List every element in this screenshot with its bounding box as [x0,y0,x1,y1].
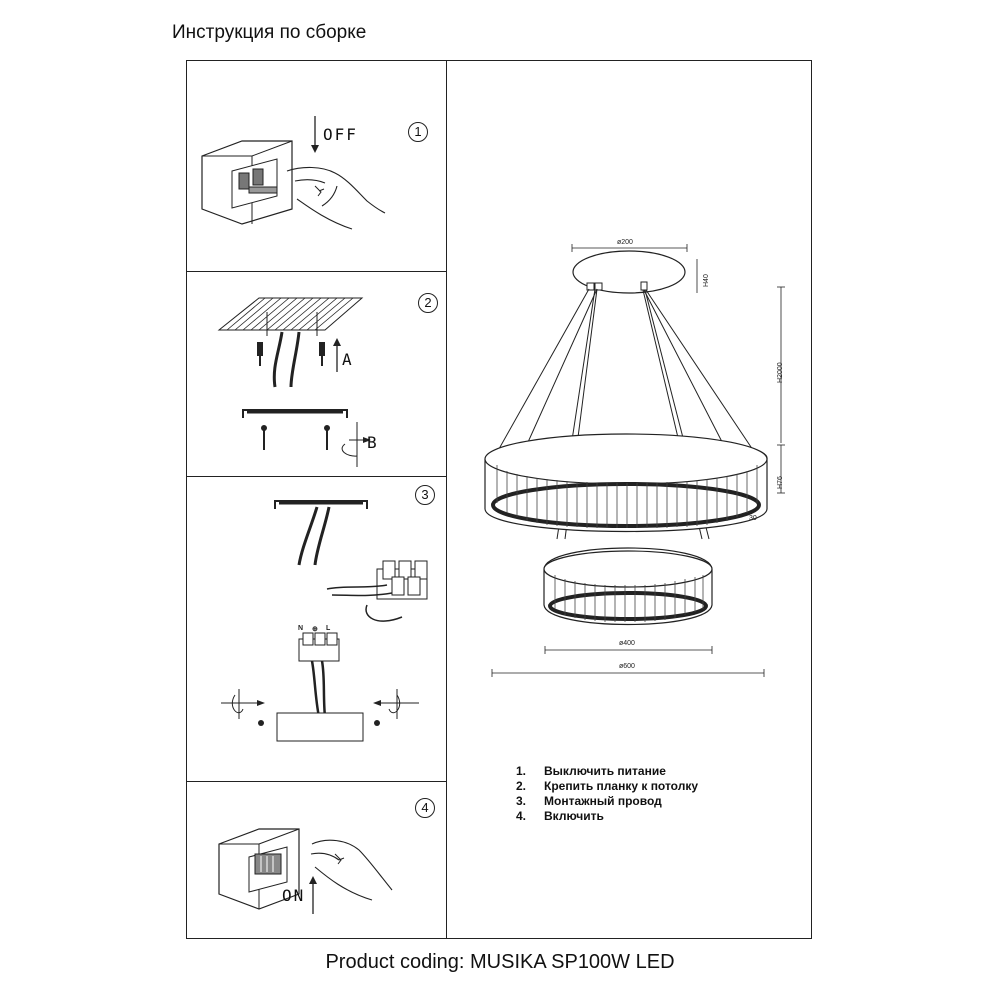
steps-list: 1. Выключить питание 2. Крепить планку к… [516,764,698,824]
label-b: B [367,433,379,452]
wiring-illustration [221,500,428,742]
switch-key-icon [238,172,250,190]
mount-bar-illustration [217,297,371,467]
step-4-panel: ON 4 [187,782,446,938]
step-text: Выключить питание [544,764,666,778]
step-index: 1. [516,764,527,778]
terminal-block-icon [376,560,428,600]
dim-large-ring-diameter: ø600 [619,663,635,670]
dim-canopy-diameter: ø200 [617,239,633,246]
off-label: OFF [323,125,358,144]
switch-off-illustration [201,116,386,230]
terminal-block-icon [298,632,340,662]
label-a: A [342,350,354,369]
step-index: 2. [516,779,527,793]
list-item: 1. Выключить питание [516,764,698,779]
step-text: Включить [544,809,604,823]
dim-canopy-height: H40 [703,274,710,287]
step-number-badge: 2 [418,293,438,313]
list-item: 2. Крепить планку к потолку [516,779,698,794]
step-text: Крепить планку к потолку [544,779,699,793]
step-3-panel: N ⊕ L 3 [187,477,446,781]
terminal-label-earth: ⊕ [312,626,318,633]
terminal-label-l: L [326,625,331,632]
dim-ring-gap: 30 [749,515,757,522]
dim-small-ring-diameter: ø400 [619,640,635,647]
dim-suspension-height: H2000 [777,362,784,383]
row-divider [186,271,447,272]
switch-key-icon [254,853,282,875]
dim-ring-height: H76 [777,476,784,489]
switch-key-icon [252,168,264,186]
small-ring-icon [543,547,713,626]
page-title: Инструкция по сборке [172,22,367,43]
list-item: 4. Включить [516,809,698,824]
chandelier-illustration [484,244,785,677]
row-divider [186,781,447,782]
instruction-frame [186,60,812,939]
step-1-panel: OFF 1 [187,61,446,271]
product-coding: Product coding: MUSIKA SP100W LED [325,951,675,973]
column-divider [446,60,447,939]
list-item: 3. Монтажный провод [516,794,698,809]
step-number-badge: 4 [415,798,435,818]
switch-on-illustration [218,828,393,914]
step-index: 3. [516,794,527,808]
large-ring-icon [484,433,768,533]
step-index: 4. [516,809,527,823]
row-divider [186,476,447,477]
step-2-panel: A B 2 [187,272,446,476]
step-number-badge: 3 [415,485,435,505]
step-number-badge: 1 [408,122,428,142]
terminal-label-n: N [298,625,304,632]
on-label: ON [282,886,306,905]
chandelier-drawing: ø200 H40 H2000 H76 30 ø400 ø600 [447,61,811,938]
step-text: Монтажный провод [544,794,662,808]
